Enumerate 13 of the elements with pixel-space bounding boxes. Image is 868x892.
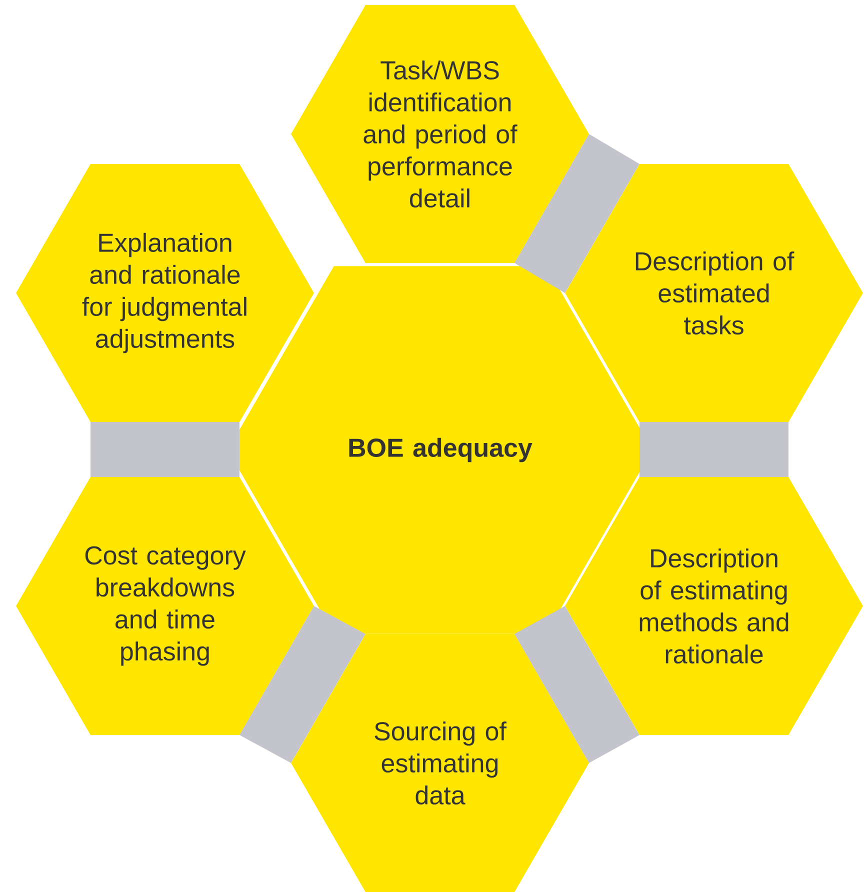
connector-band [514, 606, 640, 763]
connector-band [240, 606, 366, 763]
node-label: Sourcing of estimating data [374, 721, 506, 805]
connector-band [640, 422, 788, 477]
hexagon: Explanation and rationale for judgmental adjustments [16, 164, 314, 422]
connector-band [514, 134, 640, 293]
hexagon: Description of estimating methods and rationale [565, 476, 863, 736]
connector-band [90, 422, 240, 477]
node-label: BOE adequacy [349, 438, 532, 462]
hexagon: Cost category breakdowns and time phasing [16, 476, 314, 736]
hexagon: Sourcing of estimating data [291, 634, 589, 892]
hexagon: Description of estimated tasks [565, 164, 863, 422]
hexagon: Task/WBS identification and period of performance detail [291, 4, 589, 264]
